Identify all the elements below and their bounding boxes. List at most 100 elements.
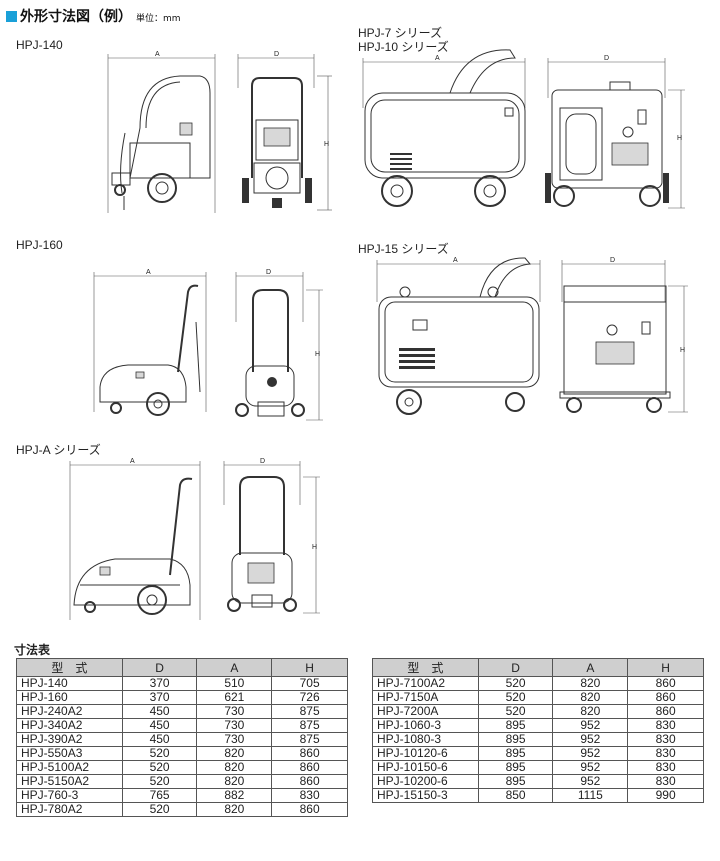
hpja-front-drawing: D H: [223, 458, 320, 614]
cell-a: 510: [196, 676, 273, 691]
cell-model: HPJ-15150-3: [372, 788, 479, 803]
hpj140-front-drawing: D H: [237, 51, 332, 211]
cell-a: 952: [552, 718, 629, 733]
cell-a: 820: [552, 704, 629, 719]
cell-model: HPJ-160: [16, 690, 123, 705]
model-label-hpj160: HPJ-160: [16, 238, 63, 252]
column-header-a: A: [196, 658, 273, 677]
page-title: 外形寸法図（例）単位：mm: [6, 6, 181, 26]
model-label-hpja: HPJ-A シリーズ: [16, 443, 101, 457]
cell-a: 730: [196, 732, 273, 747]
cell-d: 520: [477, 704, 554, 719]
column-header-model: 型 式: [16, 658, 123, 677]
section-title: 寸法表: [14, 643, 51, 657]
column-header-d: D: [121, 658, 198, 677]
dim-d-label: D: [266, 269, 271, 276]
dim-a-label: A: [130, 458, 135, 465]
cell-h: 860: [627, 704, 704, 719]
cell-h: 705: [271, 676, 348, 691]
cell-a: 820: [552, 676, 629, 691]
cell-a: 820: [552, 690, 629, 705]
cell-d: 370: [121, 676, 198, 691]
hpj160-side-drawing: A: [93, 269, 207, 416]
cell-model: HPJ-240A2: [16, 704, 123, 719]
dim-a-label: A: [146, 269, 151, 276]
dim-h-label: H: [680, 347, 685, 354]
cell-d: 895: [477, 774, 554, 789]
cell-model: HPJ-10120-6: [372, 746, 479, 761]
model-label-hpj7: HPJ-7 シリーズ: [358, 26, 443, 40]
cell-model: HPJ-760-3: [16, 788, 123, 803]
cell-a: 952: [552, 774, 629, 789]
dim-h-label: H: [324, 141, 329, 148]
cell-model: HPJ-780A2: [16, 802, 123, 817]
cell-d: 520: [477, 676, 554, 691]
cell-d: 895: [477, 746, 554, 761]
dim-d-label: D: [610, 257, 615, 264]
cell-model: HPJ-7100A2: [372, 676, 479, 691]
model-label-hpj15: HPJ-15 シリーズ: [358, 242, 449, 256]
cell-model: HPJ-7150A: [372, 690, 479, 705]
cell-model: HPJ-7200A: [372, 704, 479, 719]
cell-a: 730: [196, 704, 273, 719]
cell-d: 520: [121, 760, 198, 775]
cell-h: 990: [627, 788, 704, 803]
hpj7-front-drawing: D H: [545, 55, 685, 209]
cell-a: 952: [552, 746, 629, 761]
cell-h: 860: [271, 760, 348, 775]
cell-model: HPJ-10200-6: [372, 774, 479, 789]
cell-a: 820: [196, 760, 273, 775]
cell-d: 450: [121, 732, 198, 747]
cell-h: 830: [627, 718, 704, 733]
cell-d: 520: [121, 802, 198, 817]
unit-label: 単位：mm: [136, 14, 181, 24]
cell-d: 765: [121, 788, 198, 803]
column-header-model: 型 式: [372, 658, 479, 677]
hpj160-front-drawing: D H: [235, 269, 323, 421]
cell-model: HPJ-5100A2: [16, 760, 123, 775]
dim-a-label: A: [435, 55, 440, 62]
cell-a: 1115: [552, 788, 629, 803]
dim-a-label: A: [453, 257, 458, 264]
hpj15-front-drawing: D H: [559, 257, 688, 413]
cell-h: 830: [627, 732, 704, 747]
cell-d: 520: [121, 774, 198, 789]
cell-d: 370: [121, 690, 198, 705]
cell-d: 895: [477, 732, 554, 747]
cell-model: HPJ-10150-6: [372, 760, 479, 775]
dim-h-label: H: [315, 351, 320, 358]
cell-h: 875: [271, 732, 348, 747]
column-header-h: H: [271, 658, 348, 677]
cell-a: 621: [196, 690, 273, 705]
dim-d-label: D: [274, 51, 279, 58]
cell-h: 830: [627, 774, 704, 789]
model-label-hpj140: HPJ-140: [16, 38, 63, 52]
cell-h: 875: [271, 704, 348, 719]
square-bullet-icon: [6, 11, 17, 22]
hpj140-side-drawing: A: [107, 51, 216, 213]
cell-model: HPJ-1080-3: [372, 732, 479, 747]
column-header-d: D: [477, 658, 554, 677]
cell-d: 520: [477, 690, 554, 705]
cell-d: 450: [121, 704, 198, 719]
dim-a-label: A: [155, 51, 160, 58]
dim-d-label: D: [260, 458, 265, 465]
cell-a: 820: [196, 746, 273, 761]
cell-model: HPJ-5150A2: [16, 774, 123, 789]
cell-a: 820: [196, 774, 273, 789]
